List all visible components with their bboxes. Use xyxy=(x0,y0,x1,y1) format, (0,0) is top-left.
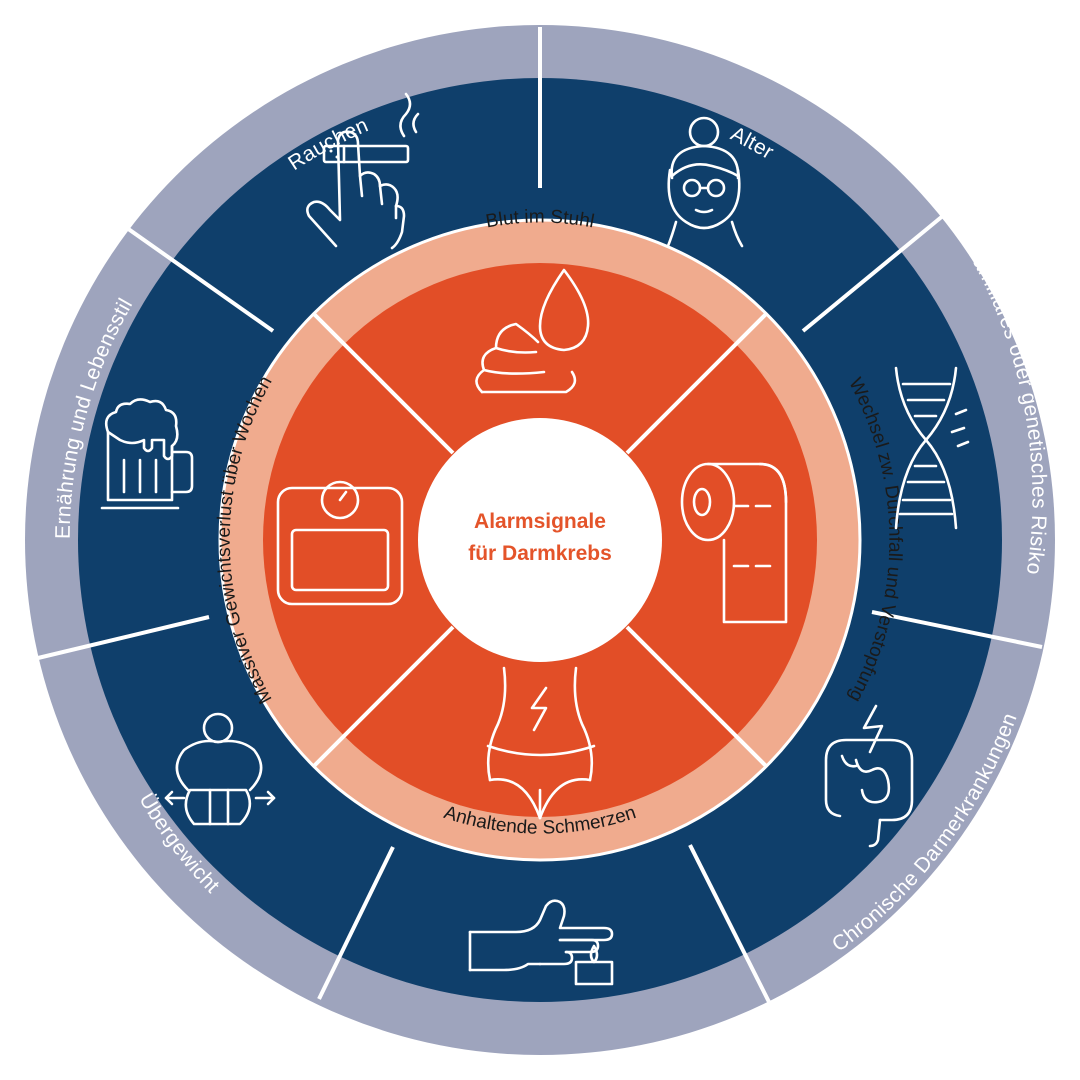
scale-icon xyxy=(276,480,404,606)
center-title-line-1: Alarmsignale xyxy=(474,510,606,533)
center-disc xyxy=(418,418,662,662)
toilet-paper-icon xyxy=(680,462,788,624)
overweight-person-icon xyxy=(164,712,276,826)
stool-blood-icon xyxy=(475,268,590,394)
dna-icon xyxy=(894,366,970,530)
blood-drop-finger-icon xyxy=(468,899,614,986)
intestine-icon xyxy=(824,704,914,848)
inner-separator xyxy=(218,218,862,862)
alarm-dividers xyxy=(312,312,768,768)
elderly-woman-icon xyxy=(666,116,744,248)
risk-dividers xyxy=(37,27,1043,1005)
beer-mug-icon xyxy=(100,398,194,510)
center-title-line-2: für Darmkrebs xyxy=(468,542,612,565)
smoking-hand-icon xyxy=(306,92,420,250)
abdominal-pain-icon xyxy=(486,666,596,820)
